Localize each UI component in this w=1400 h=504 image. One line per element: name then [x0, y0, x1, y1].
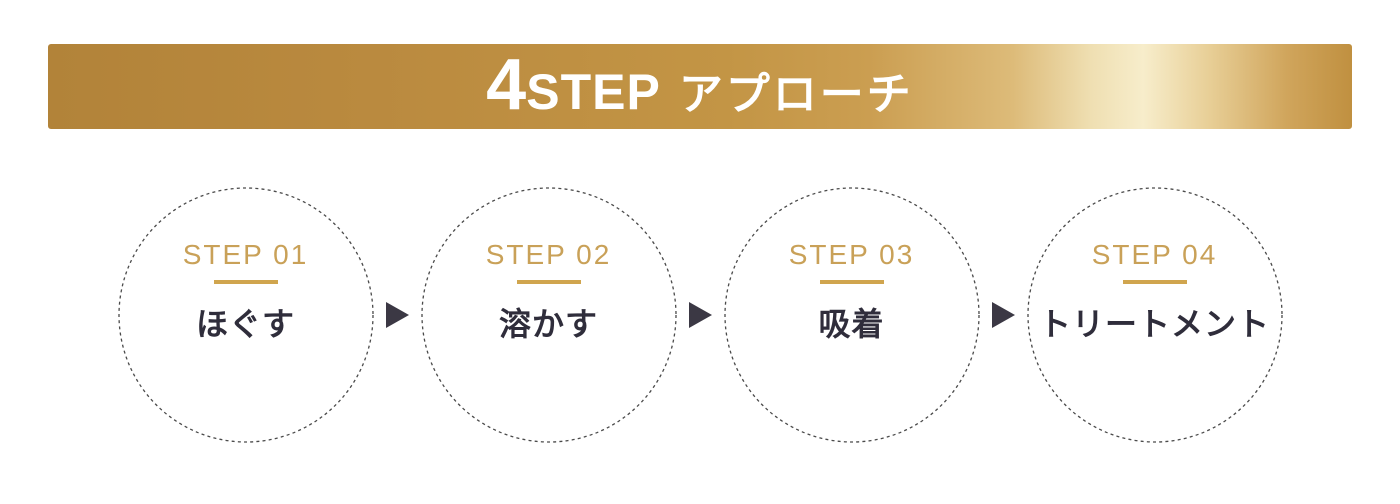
section-title: 4STEP アプローチ	[48, 44, 1352, 129]
banner-title-number: 4	[486, 45, 527, 125]
step-title: 吸着	[818, 306, 885, 342]
step-card-3: STEP 03 吸着	[723, 187, 980, 443]
dashed-circle	[420, 187, 677, 443]
step-content: STEP 03 吸着	[724, 187, 980, 443]
step-content: STEP 04 トリートメント	[1027, 187, 1283, 443]
step-number-label: STEP 01	[182, 239, 309, 270]
arrow-right-icon	[385, 302, 409, 328]
step-content: STEP 02 溶かす	[421, 187, 677, 443]
step-card-1: STEP 01 ほぐす	[117, 187, 374, 443]
banner-title-step: STEP	[526, 64, 661, 120]
step-number-label: STEP 03	[788, 239, 915, 270]
step-content: STEP 01 ほぐす	[118, 187, 374, 443]
banner-title-japanese: アプローチ	[678, 70, 914, 119]
step-underline	[1122, 280, 1187, 284]
arrow-right-icon	[688, 302, 712, 328]
step-card-4: STEP 04 トリートメント	[1026, 187, 1283, 443]
section-banner: 4STEP アプローチ	[48, 44, 1352, 129]
arrow-right-icon	[991, 302, 1015, 328]
dashed-circle	[1026, 187, 1283, 443]
steps-flow: STEP 01 ほぐす STEP 02 溶かす STEP 03	[0, 187, 1400, 443]
step-underline	[819, 280, 884, 284]
step-title: トリートメント	[1038, 306, 1270, 342]
step-underline	[213, 280, 278, 284]
dashed-circle	[723, 187, 980, 443]
step-number-label: STEP 02	[485, 239, 612, 270]
step-number-label: STEP 04	[1091, 239, 1218, 270]
step-underline	[516, 280, 581, 284]
step-card-2: STEP 02 溶かす	[420, 187, 677, 443]
step-title: ほぐす	[195, 306, 295, 342]
step-title: 溶かす	[498, 306, 598, 342]
dashed-circle	[117, 187, 374, 443]
